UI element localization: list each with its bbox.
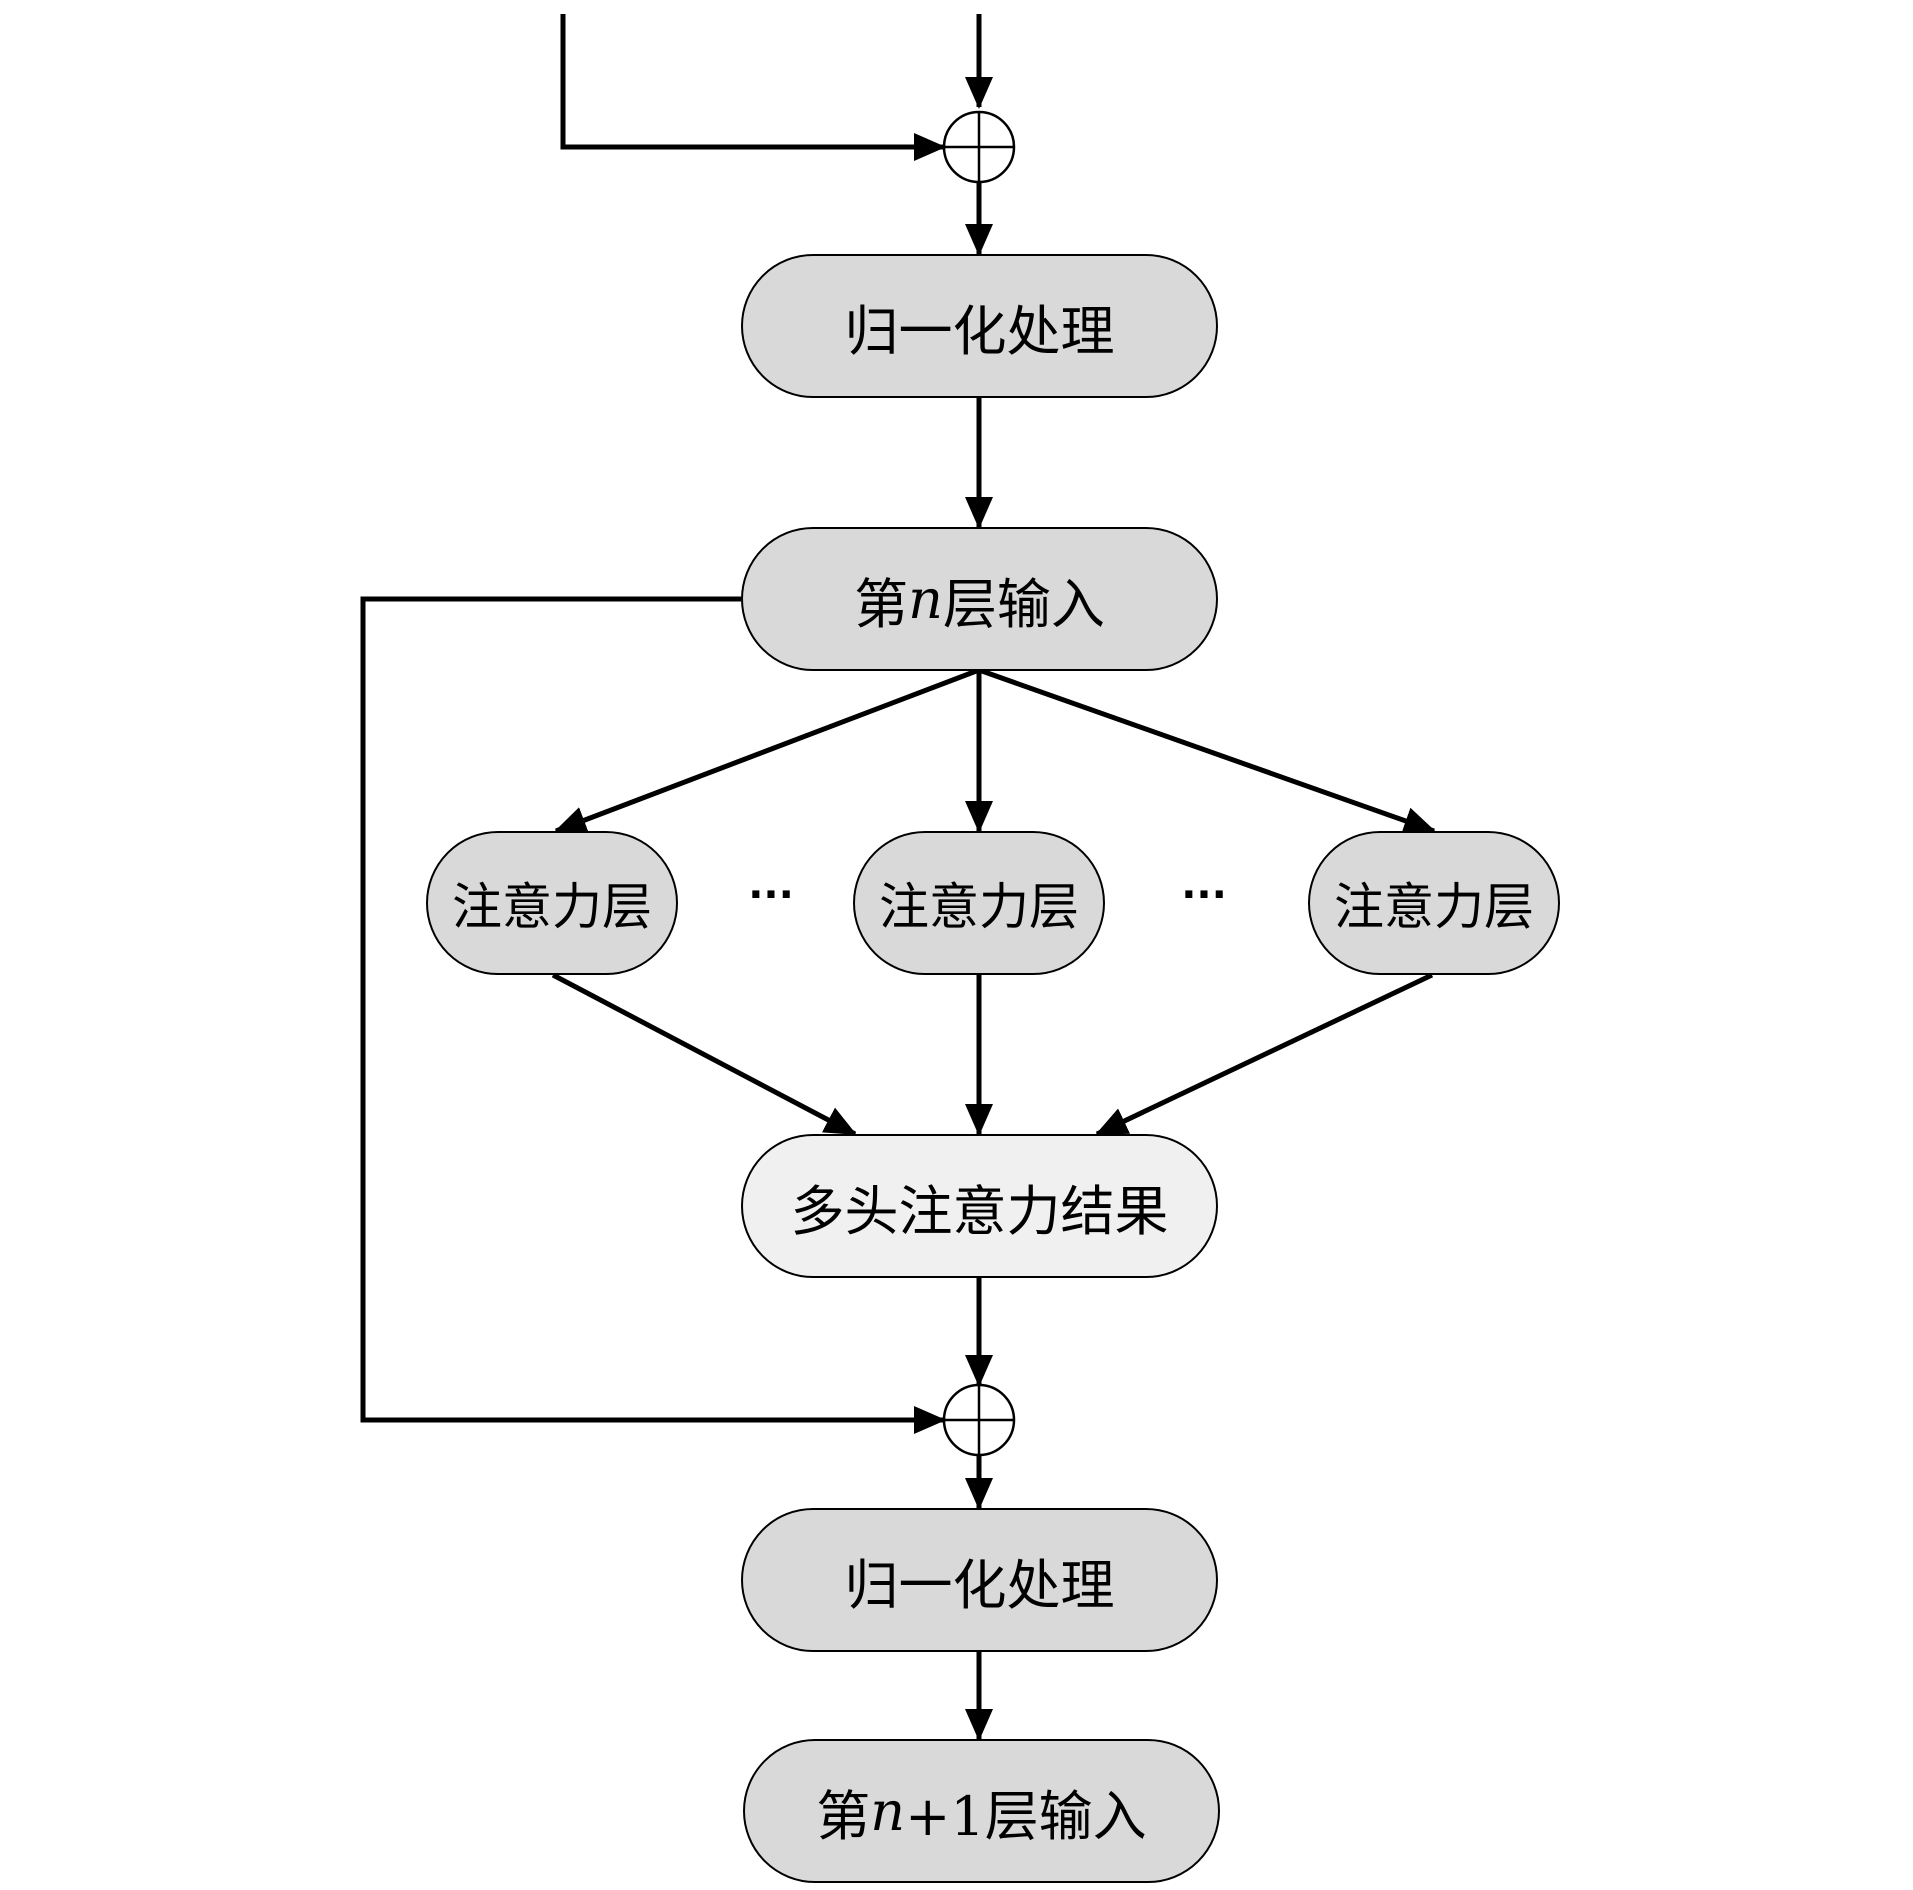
input-line-residual-top <box>560 14 946 161</box>
sum-node-top <box>942 110 1016 184</box>
layer-n1-input-var: n <box>870 1779 906 1843</box>
layer-n1-input-prefix: 第 <box>816 1784 871 1848</box>
residual-skip-line <box>360 596 946 1434</box>
ellipsis-2: ··· <box>1181 872 1227 918</box>
attention-layer-node-2: 注意力层 <box>853 831 1105 975</box>
attention-layer-2-label: 注意力层 <box>879 878 1079 936</box>
sum-node-bottom <box>942 1383 1016 1457</box>
arrow-from-attention-1 <box>551 972 857 1137</box>
multihead-result-node: 多头注意力结果 <box>741 1134 1218 1278</box>
attention-layer-3-label: 注意力层 <box>1334 878 1534 936</box>
layer-n1-input-suffix: +1层输入 <box>905 1784 1147 1848</box>
norm-node-top: 归一化处理 <box>741 254 1218 398</box>
layer-n-input-var: n <box>908 567 943 631</box>
layer-n-input-prefix: 第 <box>854 572 909 636</box>
multihead-result-label: 多头注意力结果 <box>790 1179 1169 1243</box>
norm-node-bottom: 归一化处理 <box>741 1508 1218 1652</box>
norm-node-bottom-label: 归一化处理 <box>844 1553 1115 1617</box>
arrow-from-attention-3 <box>1095 972 1434 1137</box>
arrow-to-attention-1 <box>554 667 980 834</box>
arrow-to-attention-3 <box>978 667 1436 835</box>
attention-layer-node-1: 注意力层 <box>426 831 678 975</box>
norm-node-top-label: 归一化处理 <box>844 299 1115 363</box>
layer-n-input-suffix: 层输入 <box>942 572 1105 636</box>
ellipsis-1: ··· <box>748 872 794 918</box>
attention-layer-node-3: 注意力层 <box>1308 831 1560 975</box>
attention-layer-1-label: 注意力层 <box>452 878 652 936</box>
